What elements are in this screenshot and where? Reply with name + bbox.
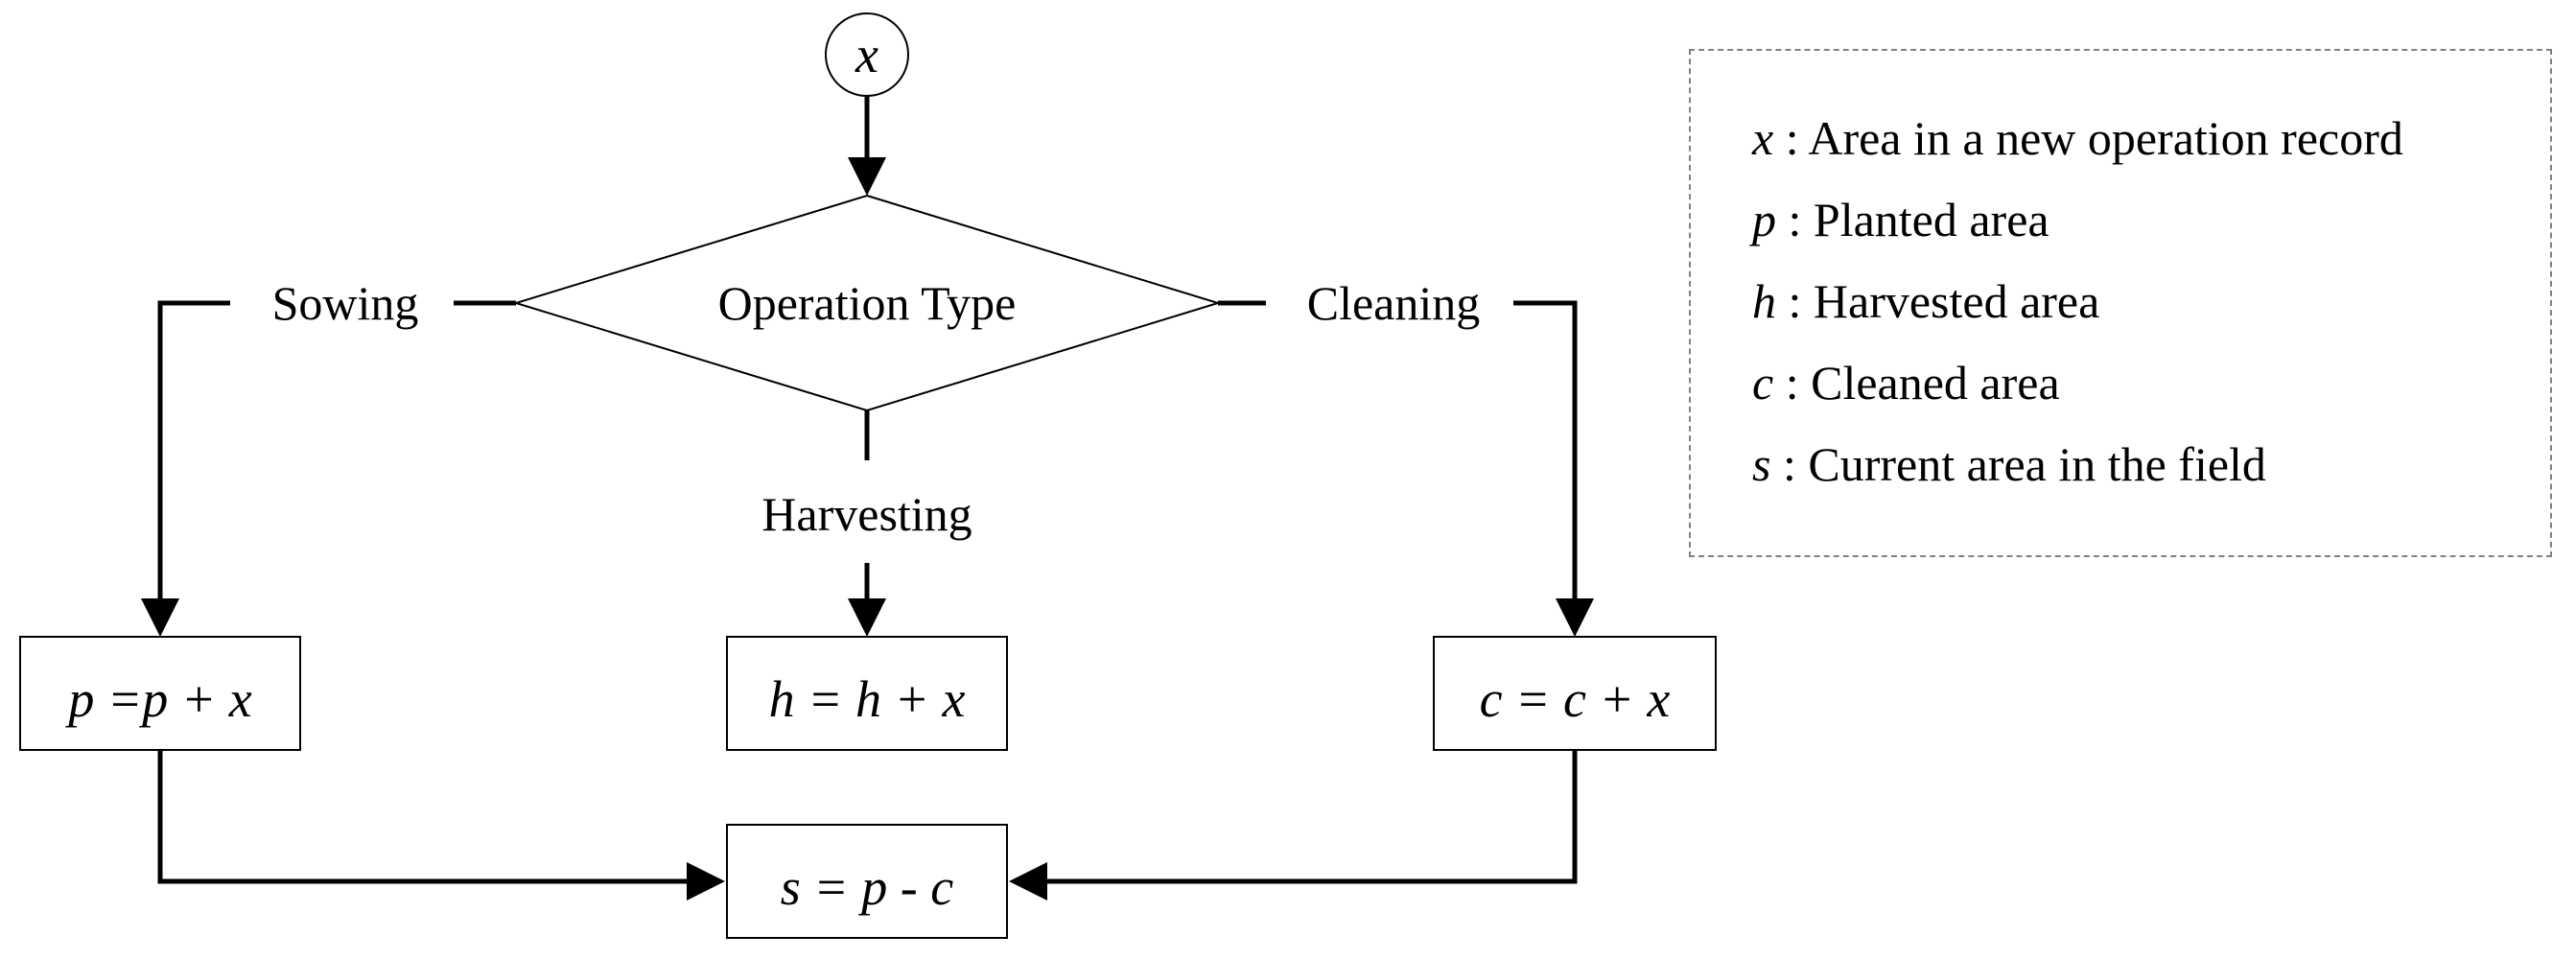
process-current: s = p - c — [726, 824, 1008, 939]
legend: x : Area in a new operation record p : P… — [1689, 49, 2552, 557]
legend-description: : Cleaned area — [1773, 356, 2060, 409]
legend-list: x : Area in a new operation record p : P… — [1752, 114, 2403, 522]
legend-symbol: c — [1752, 356, 1774, 409]
legend-description: : Current area in the field — [1770, 437, 2266, 491]
legend-symbol: x — [1752, 111, 1774, 165]
branch-label-cleaning: Cleaning — [1307, 276, 1481, 330]
legend-description: : Area in a new operation record — [1773, 111, 2403, 165]
legend-item: p : Planted area — [1752, 196, 2403, 244]
start-node: x — [825, 12, 909, 97]
legend-symbol: p — [1752, 193, 1776, 246]
arrow-start-to-decision — [848, 96, 886, 196]
branch-harvesting: Harvesting — [761, 410, 972, 637]
process-current-formula: s = p - c — [781, 858, 953, 916]
branch-label-sowing: Sowing — [272, 276, 419, 330]
legend-description: : Planted area — [1776, 193, 2049, 246]
arrow-planted-to-current — [157, 750, 725, 901]
process-planted: p =p + x — [19, 636, 301, 751]
legend-description: : Harvested area — [1776, 274, 2100, 328]
start-symbol: x — [855, 26, 878, 83]
process-harvested-formula: h = h + x — [769, 670, 966, 728]
legend-item: c : Cleaned area — [1752, 359, 2403, 407]
legend-item: s : Current area in the field — [1752, 440, 2403, 488]
legend-symbol: h — [1752, 274, 1776, 328]
decision-node: Operation Type — [512, 194, 1222, 412]
legend-item: h : Harvested area — [1752, 277, 2403, 325]
process-planted-formula: p =p + x — [64, 670, 251, 728]
process-harvested: h = h + x — [726, 636, 1008, 751]
branch-sowing: Sowing — [141, 276, 516, 637]
arrow-cleaned-to-current — [1009, 750, 1578, 901]
branch-cleaning: Cleaning — [1218, 276, 1594, 637]
legend-symbol: s — [1752, 437, 1771, 491]
branch-label-harvesting: Harvesting — [761, 487, 972, 541]
process-cleaned: c = c + x — [1433, 636, 1717, 751]
legend-item: x : Area in a new operation record — [1752, 114, 2403, 162]
process-cleaned-formula: c = c + x — [1480, 670, 1671, 728]
decision-label: Operation Type — [718, 276, 1017, 330]
